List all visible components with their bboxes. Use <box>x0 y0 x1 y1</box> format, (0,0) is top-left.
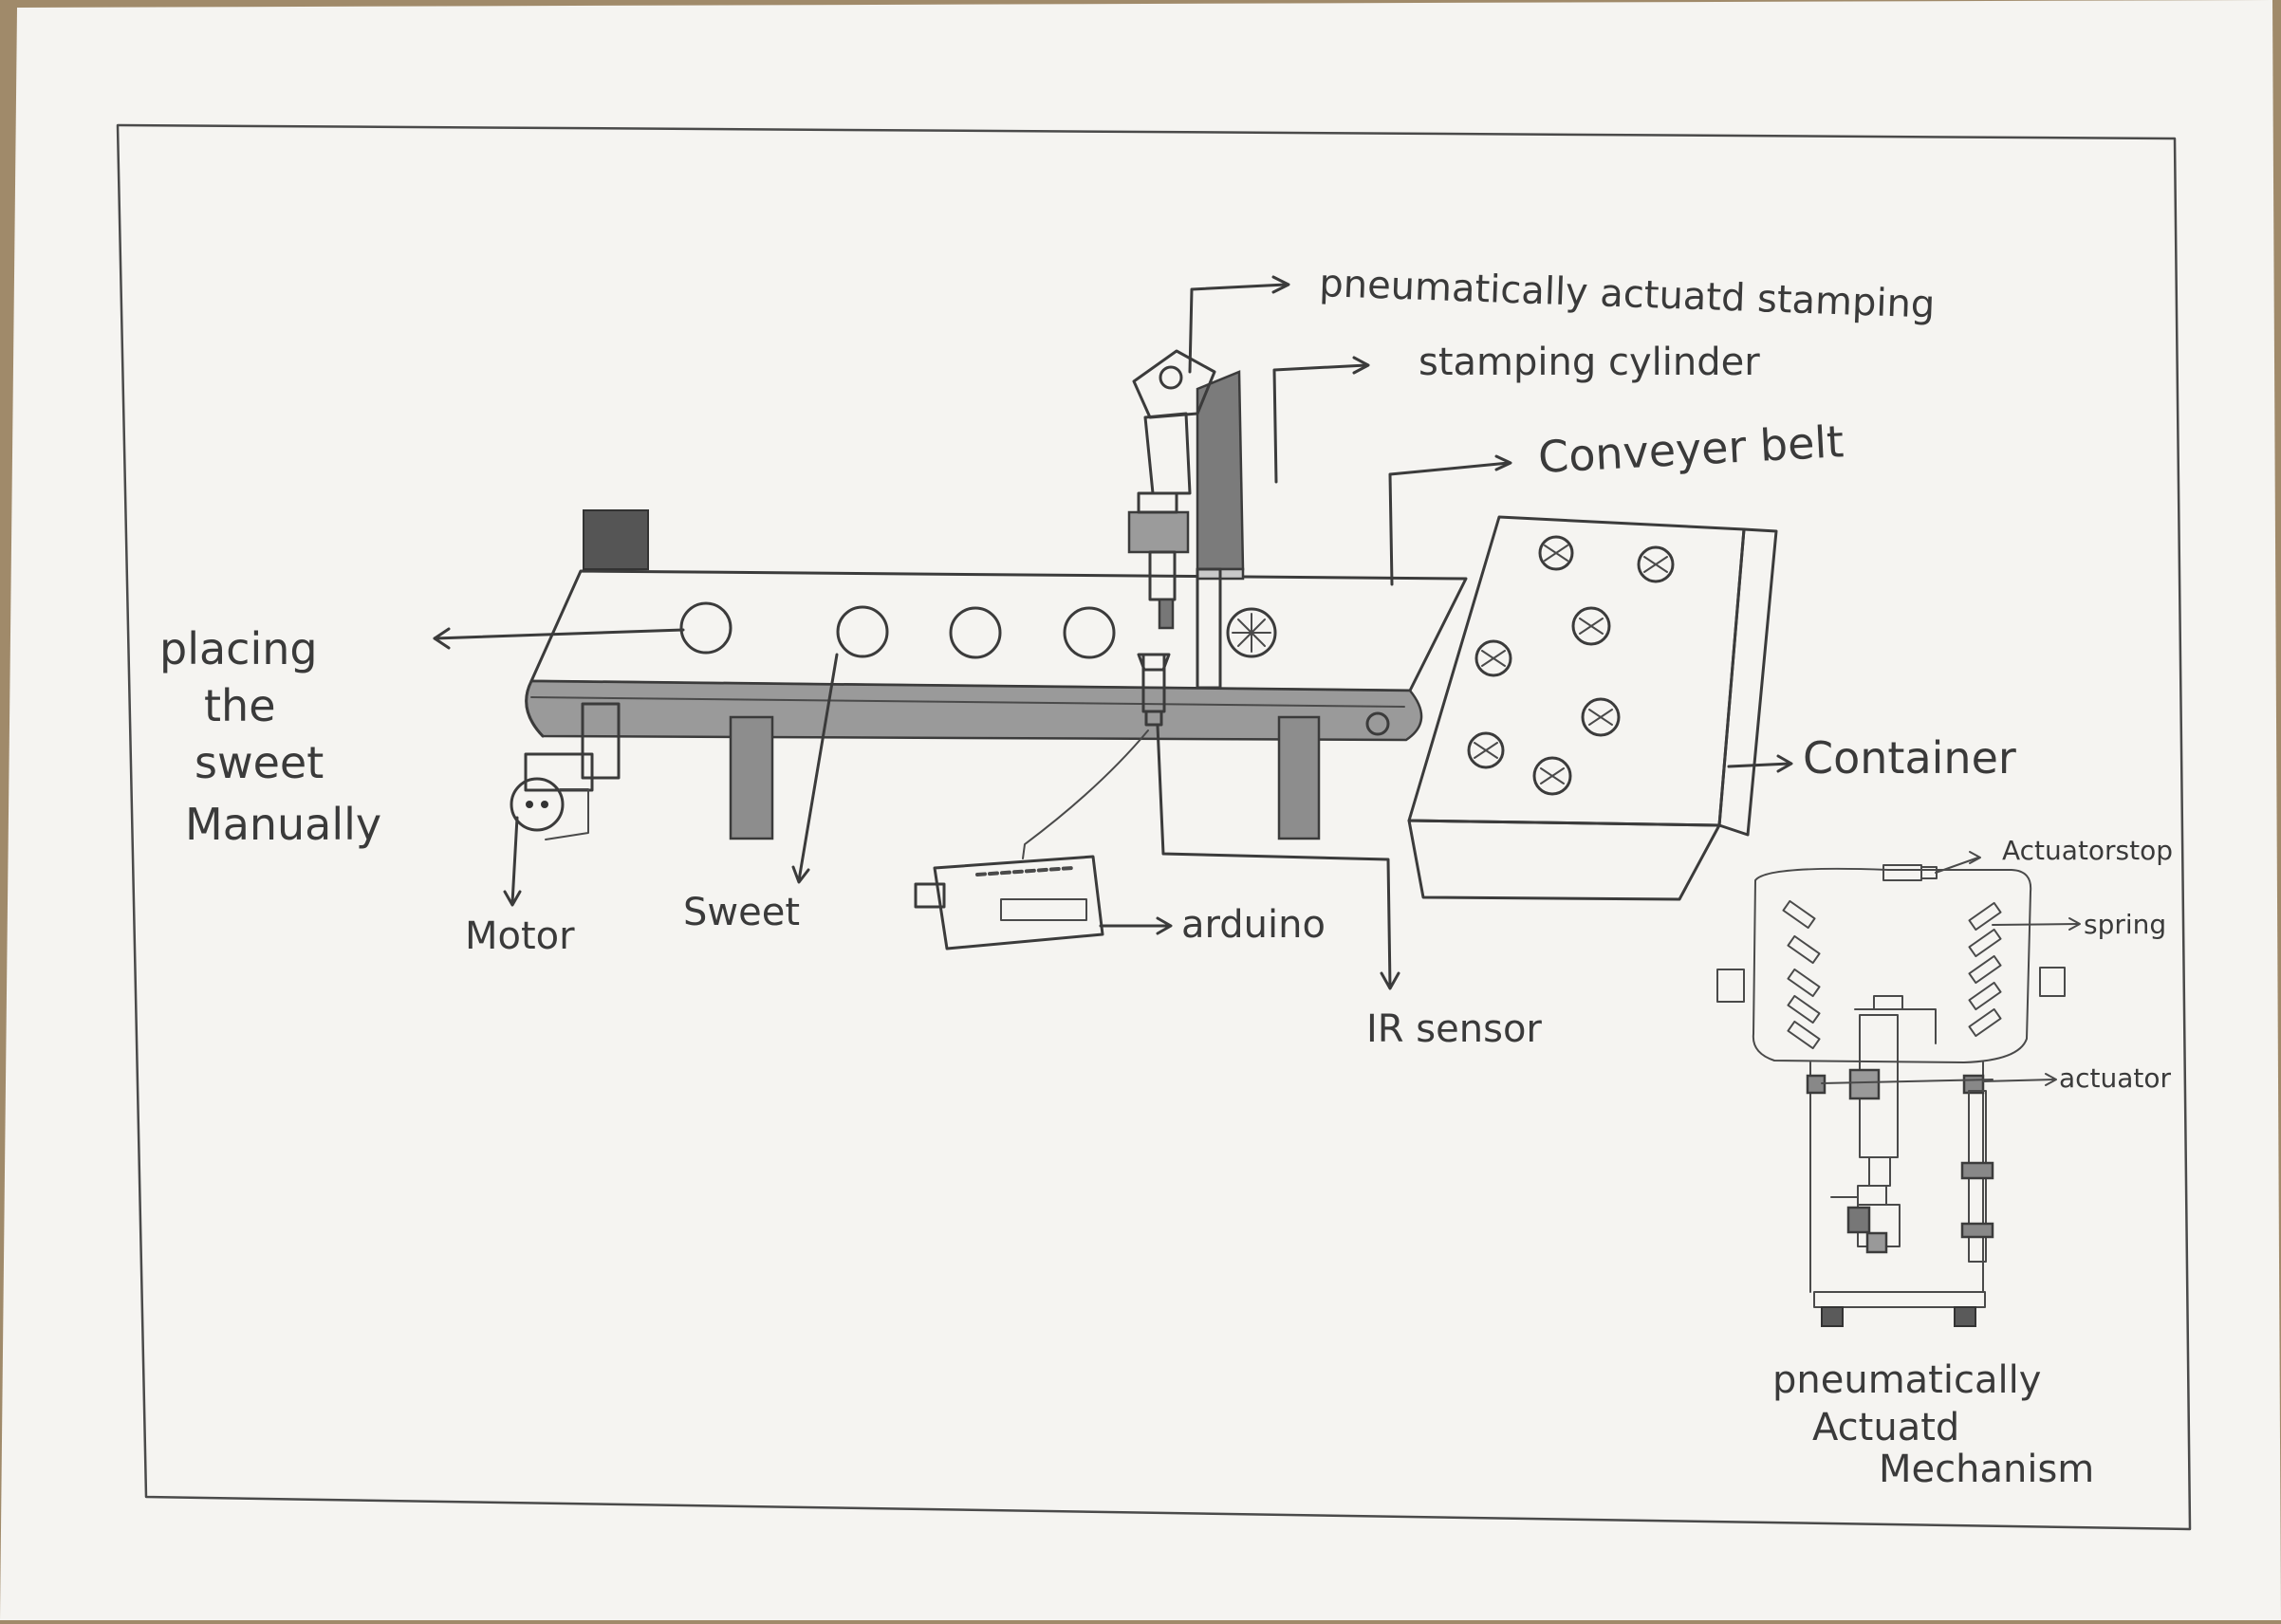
label-placing-3: sweet <box>195 737 324 788</box>
label-stamping-cylinder: stamping cylinder <box>1419 341 1760 384</box>
label-actuator: actuator <box>2059 1062 2172 1094</box>
label-mechanism-1: pneumatically <box>1772 1358 2041 1402</box>
label-placing-2: the <box>204 680 276 731</box>
label-placing-4: Manually <box>185 799 381 850</box>
label-placing-1: placing <box>159 623 318 674</box>
stamped-sweet <box>1228 609 1275 656</box>
label-spring: spring <box>2084 909 2166 940</box>
label-actuator-stop: Actuatorstop <box>2002 835 2173 866</box>
label-container: Container <box>1803 732 2016 784</box>
input-hopper-block <box>584 510 648 569</box>
conveyor-leg-right <box>1279 717 1319 839</box>
label-ir-sensor: IR sensor <box>1366 1007 1542 1051</box>
label-sweet: Sweet <box>683 891 800 934</box>
label-arduino: arduino <box>1181 903 1326 947</box>
label-mechanism-2: Actuatd <box>1812 1406 1959 1449</box>
label-motor: Motor <box>465 914 575 958</box>
label-mechanism-3: Mechanism <box>1879 1448 2094 1491</box>
conveyor-leg-left <box>731 717 772 839</box>
